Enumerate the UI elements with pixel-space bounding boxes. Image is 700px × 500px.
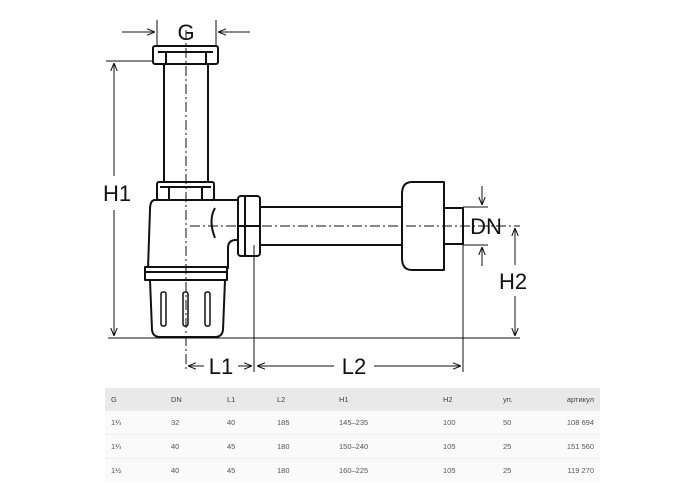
cell-h1: 150–240	[333, 434, 437, 459]
cell-pack: 25	[497, 434, 534, 459]
cell-dn: 32	[165, 410, 221, 435]
cell-dn: 40	[165, 434, 221, 459]
wall-rosette	[401, 181, 445, 271]
cell-g: 1¼	[105, 434, 165, 459]
dimension-h2-label: H2	[499, 269, 527, 294]
dimension-g-label: G	[177, 20, 194, 45]
cell-l1: 40	[221, 410, 271, 435]
cell-l1: 45	[221, 458, 271, 482]
dimension-l2-label: L2	[342, 354, 366, 379]
col-l2: L2	[271, 388, 333, 411]
col-pack: уп.	[497, 388, 534, 411]
col-g: G	[105, 388, 165, 411]
dimension-dn-label: DN	[470, 214, 502, 239]
table-row: 1½ 40 45 180 160–225 105 25 119 270	[105, 458, 600, 482]
siphon-technical-drawing: G H1 DN H2 L1 L2	[102, 20, 528, 379]
cell-h2: 105	[437, 434, 497, 459]
cell-article: 151 560	[533, 434, 600, 459]
col-l1: L1	[221, 388, 271, 411]
cell-g: 1½	[105, 458, 165, 482]
specifications-table: G DN L1 L2 H1 H2 уп. артикул 1¼ 32 40 18…	[105, 388, 600, 482]
cell-l2: 180	[271, 434, 333, 459]
trap-body	[147, 199, 241, 269]
dimension-h1-label: H1	[103, 181, 131, 206]
col-h2: H2	[437, 388, 497, 411]
cell-h1: 160–225	[333, 458, 437, 482]
col-h1: H1	[333, 388, 437, 411]
table-row: 1¼ 40 45 180 150–240 105 25 151 560	[105, 434, 600, 459]
col-dn: DN	[165, 388, 221, 411]
cell-l2: 180	[271, 458, 333, 482]
table-row: 1¼ 32 40 185 145–235 100 50 108 694	[105, 410, 600, 435]
cell-h2: 100	[437, 410, 497, 435]
cell-article: 119 270	[533, 458, 600, 482]
cell-pack: 25	[497, 458, 534, 482]
cell-h2: 105	[437, 458, 497, 482]
cell-pack: 50	[497, 410, 534, 435]
table-header-row: G DN L1 L2 H1 H2 уп. артикул	[105, 388, 600, 411]
cell-l1: 45	[221, 434, 271, 459]
cell-l2: 185	[271, 410, 333, 435]
cell-dn: 40	[165, 458, 221, 482]
cell-g: 1¼	[105, 410, 165, 435]
cell-h1: 145–235	[333, 410, 437, 435]
dimension-l1-label: L1	[209, 354, 233, 379]
col-article: артикул	[533, 388, 600, 411]
cell-article: 108 694	[533, 410, 600, 435]
